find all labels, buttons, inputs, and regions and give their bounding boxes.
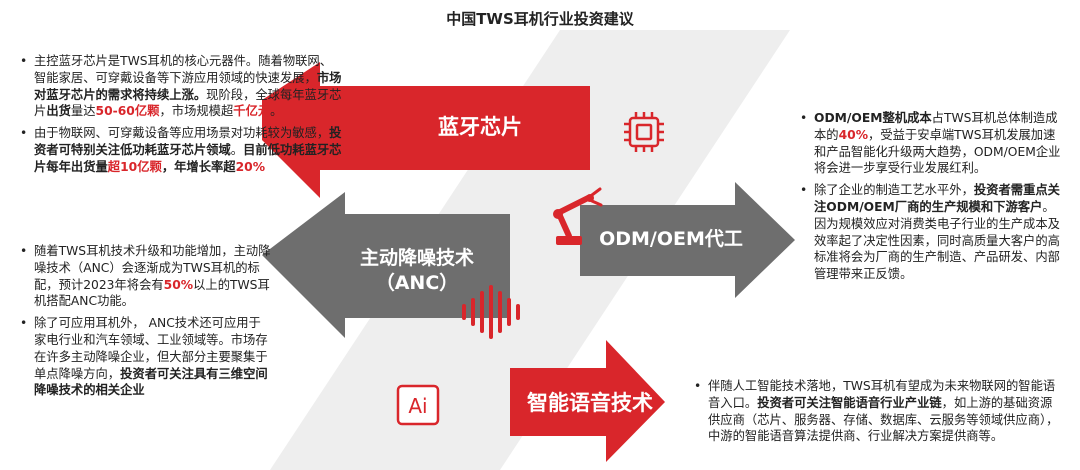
sound-wave-icon <box>462 285 520 339</box>
ai-icon <box>396 384 440 426</box>
bullet-item: 除了可应用耳机外， ANC技术还可应用于家电行业和汽车领域、工业领域等。市场存在… <box>20 315 272 399</box>
bullet-text-segment: 目前低功耗蓝牙芯片每年出货量 <box>34 142 342 174</box>
bullet-text-segment: 除了企业的制造工艺水平外， <box>814 183 974 198</box>
odm-text-block: ODM/OEM整机成本占TWS耳机总体制造成本的40%，受益于安卓端TWS耳机发… <box>800 110 1062 288</box>
bullet-text-segment: 投资者可关注具有三维空间降噪技术的相关企业 <box>34 366 268 398</box>
bullet-text-segment: 除了可应用耳机外， ANC技术还可应用于家电行业和汽车领域、工业领域等。市场存在… <box>34 316 268 381</box>
bluetooth-arrow-label: 蓝牙芯片 <box>438 115 522 139</box>
bullet-text-segment: 50% <box>163 277 194 292</box>
bullet-item: 除了企业的制造工艺水平外，投资者需重点关注ODM/OEM厂商的生产规模和下游客户… <box>800 182 1062 283</box>
bullet-item: 伴随人工智能技术落地，TWS耳机有望成为未来物联网的智能语音入口。投资者可关注智… <box>694 378 1064 445</box>
bullet-text-segment: 投资者可关注智能语音行业产业链 <box>757 395 942 410</box>
voice-arrow-label: 智能语音技术 <box>527 391 653 415</box>
anc-label-line1: 主动降噪技术 <box>359 247 474 269</box>
bullet-text-segment: 随着TWS耳机技术升级和功能增加，主动降噪技术（ANC）会逐渐成为TWS耳机的标… <box>34 244 271 292</box>
bluetooth-arrow <box>262 62 590 198</box>
bullet-text-segment: ODM/OEM整机成本 <box>814 111 932 125</box>
anc-bullets: 随着TWS耳机技术升级和功能增加，主动降噪技术（ANC）会逐渐成为TWS耳机的标… <box>20 243 272 399</box>
bullet-text-segment: ，市场规模超 <box>159 104 234 119</box>
bullet-text-segment: 千亿元 <box>233 104 271 119</box>
bullet-text-segment: 投资者需重点关注ODM/OEM厂商的生产规模和下游客户 <box>814 183 1060 214</box>
odm-arrow <box>580 182 795 298</box>
page-title: 中国TWS耳机行业投资建议 <box>446 10 634 28</box>
bullet-text-segment: 市场对蓝牙芯片的需求将持续上涨。 <box>34 70 342 102</box>
bullet-text-segment: 量达 <box>70 104 96 119</box>
anc-text-block: 随着TWS耳机技术升级和功能增加，主动降噪技术（ANC）会逐渐成为TWS耳机的标… <box>20 243 272 404</box>
bullet-text-segment: 。因为规模效应对消费类电子行业的生产成本及效率起了决定性因素，同时高质量大客户的… <box>814 199 1060 282</box>
bullet-text-segment: 出货 <box>46 104 71 119</box>
anc-label-line2: （ANC） <box>375 271 459 294</box>
bullet-text-segment: ，如上游的基础资源供应商（芯片、服务器、存储、数据库、云服务等领域供应商），中游… <box>708 395 1059 444</box>
bullet-text-segment: 伴随人工智能技术落地，TWS耳机有望成为未来物联网的智能语音入口。 <box>708 379 1056 410</box>
voice-bullets: 伴随人工智能技术落地，TWS耳机有望成为未来物联网的智能语音入口。投资者可关注智… <box>694 378 1064 445</box>
bullet-item: 主控蓝牙芯片是TWS耳机的核心元器件。随着物联网、智能家居、可穿戴设备等下游应用… <box>20 53 342 120</box>
bullet-item: 随着TWS耳机技术升级和功能增加，主动降噪技术（ANC）会逐渐成为TWS耳机的标… <box>20 243 272 310</box>
bullet-text-segment: 超10亿颗 <box>107 159 162 174</box>
anc-arrow-label: 主动降噪技术 （ANC） <box>332 246 502 295</box>
ai-icon-label: Ai <box>408 394 427 418</box>
bullet-text-segment: 。 <box>270 104 283 119</box>
bullet-text-segment: 50-60亿颗 <box>95 104 160 119</box>
bullet-text-segment: ，年增长率超 <box>161 159 236 174</box>
bluetooth-text-block: 主控蓝牙芯片是TWS耳机的核心元器件。随着物联网、智能家居、可穿戴设备等下游应用… <box>20 53 342 181</box>
chip-icon <box>624 112 664 152</box>
voice-text-block: 伴随人工智能技术落地，TWS耳机有望成为未来物联网的智能语音入口。投资者可关注智… <box>694 378 1064 450</box>
bluetooth-bullets: 主控蓝牙芯片是TWS耳机的核心元器件。随着物联网、智能家居、可穿戴设备等下游应用… <box>20 53 342 176</box>
bullet-item: 由于物联网、可穿戴设备等应用场景对功耗较为敏感，投资者可特别关注低功耗蓝牙芯片领… <box>20 125 342 175</box>
odm-arrow-label: ODM/OEM代工 <box>599 228 743 250</box>
bullet-text-segment: 以上的TWS耳机搭配ANC功能。 <box>34 277 270 309</box>
bullet-text-segment: 40% <box>838 127 869 142</box>
anc-arrow <box>262 192 510 338</box>
bullet-text-segment: 20% <box>235 159 266 174</box>
bullet-text-segment: 现阶段，全球每年蓝牙芯片 <box>34 87 342 119</box>
bullet-text-segment: 。 <box>230 142 244 157</box>
robot-arm-icon <box>553 187 603 245</box>
bullet-text-segment: 由于物联网、可穿戴设备等应用场景对功耗较为敏感， <box>34 126 330 141</box>
bullet-text-segment: 投资者可特别关注低功耗蓝牙芯片领域 <box>34 126 342 157</box>
odm-bullets: ODM/OEM整机成本占TWS耳机总体制造成本的40%，受益于安卓端TWS耳机发… <box>800 110 1062 283</box>
bullet-text-segment: 主控蓝牙芯片是TWS耳机的核心元器件。随着物联网、智能家居、可穿戴设备等下游应用… <box>34 54 333 85</box>
voice-arrow <box>510 340 665 462</box>
bullet-text-segment: 占TWS耳机总体制造成本的 <box>814 111 1058 142</box>
bullet-item: ODM/OEM整机成本占TWS耳机总体制造成本的40%，受益于安卓端TWS耳机发… <box>800 110 1062 177</box>
bullet-text-segment: ，受益于安卓端TWS耳机发展加速和产品智能化升级两大趋势，ODM/OEM企业将会… <box>814 127 1061 176</box>
